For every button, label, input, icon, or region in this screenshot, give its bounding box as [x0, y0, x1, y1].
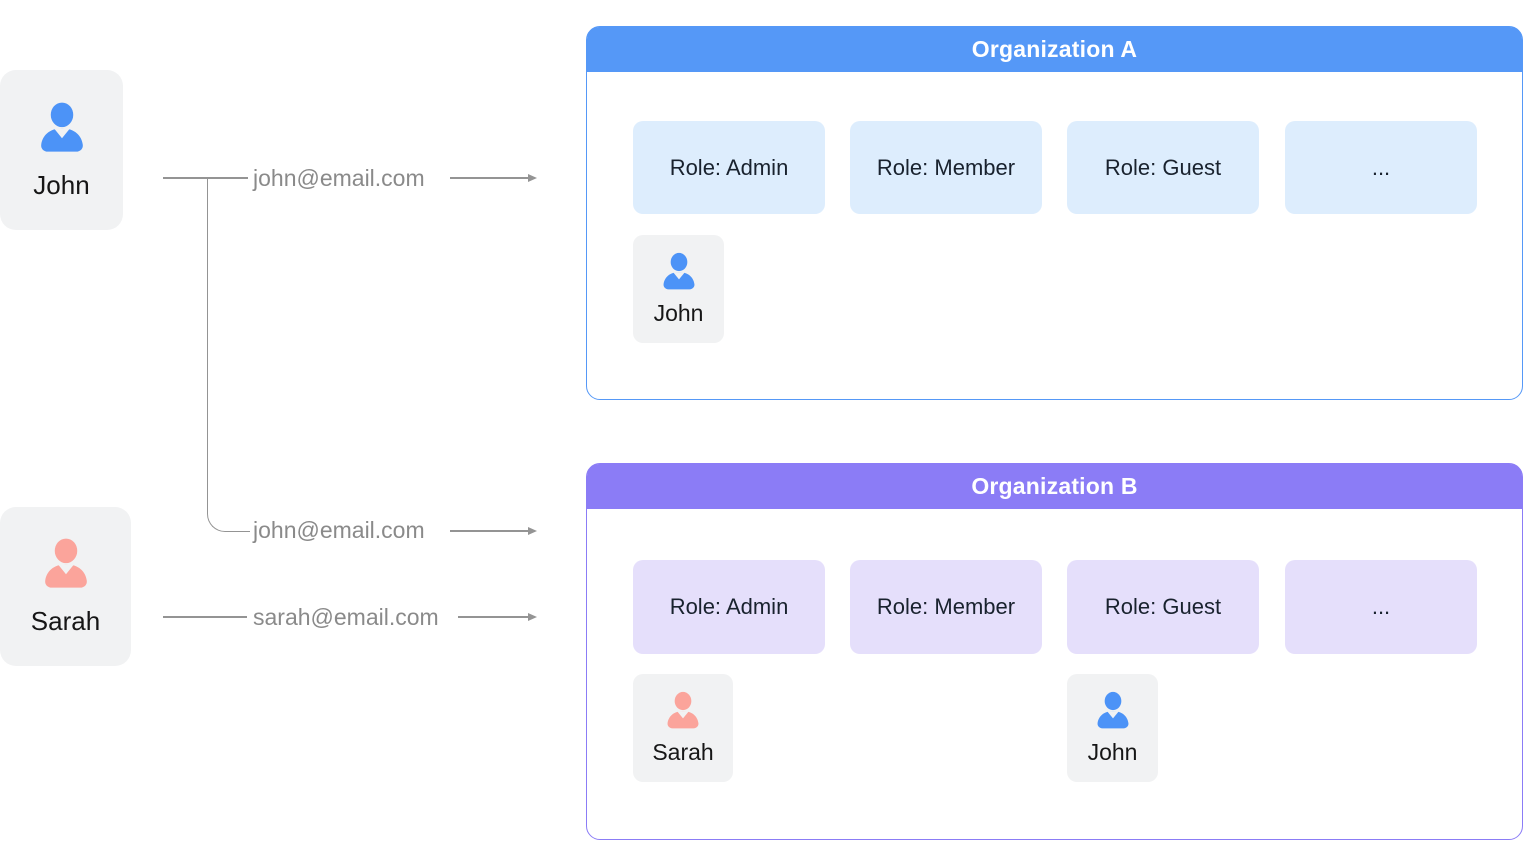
- org-title: Organization A: [971, 36, 1138, 62]
- org-title: Organization B: [971, 473, 1138, 499]
- person-icon: [1090, 690, 1136, 736]
- connector-line: [163, 177, 248, 179]
- role-chip-member: Role: Member: [850, 121, 1042, 214]
- user-card-john: John: [0, 70, 123, 230]
- arrow-right-icon: [528, 173, 537, 182]
- user-name: John: [33, 169, 90, 200]
- email-label: john@email.com: [253, 165, 425, 191]
- email-label: john@email.com: [253, 517, 425, 543]
- org-a-panel: Organization A Role: Admin Role: Member …: [586, 26, 1523, 400]
- role-chip-admin: Role: Admin: [633, 121, 825, 214]
- org-b-panel: Organization B Role: Admin Role: Member …: [586, 463, 1523, 840]
- member-name: Sarah: [652, 739, 714, 765]
- person-icon: [656, 251, 702, 297]
- person-icon: [35, 536, 97, 598]
- member-name: John: [653, 300, 704, 326]
- person-icon: [31, 100, 93, 162]
- connector-line: [450, 530, 529, 532]
- role-chip-more: ...: [1285, 121, 1477, 214]
- org-a-header: Organization A: [587, 27, 1522, 72]
- member-card-john: John: [633, 235, 724, 343]
- connector-line: [450, 177, 529, 179]
- person-icon: [660, 690, 706, 736]
- member-card-john: John: [1067, 674, 1158, 782]
- user-name: Sarah: [30, 606, 101, 636]
- role-chip-member: Role: Member: [850, 560, 1042, 654]
- user-card-sarah: Sarah: [0, 507, 131, 666]
- arrow-right-icon: [528, 612, 537, 621]
- org-b-header: Organization B: [587, 464, 1522, 509]
- member-card-sarah: Sarah: [633, 674, 733, 782]
- role-chip-guest: Role: Guest: [1067, 560, 1259, 654]
- connector-branch-line: [207, 178, 250, 532]
- arrow-right-icon: [528, 526, 537, 535]
- member-name: John: [1087, 739, 1138, 765]
- role-chip-more: ...: [1285, 560, 1477, 654]
- connector-line: [458, 616, 529, 618]
- role-chip-admin: Role: Admin: [633, 560, 825, 654]
- connector-line: [163, 616, 247, 618]
- role-chip-guest: Role: Guest: [1067, 121, 1259, 214]
- email-label: sarah@email.com: [253, 604, 439, 630]
